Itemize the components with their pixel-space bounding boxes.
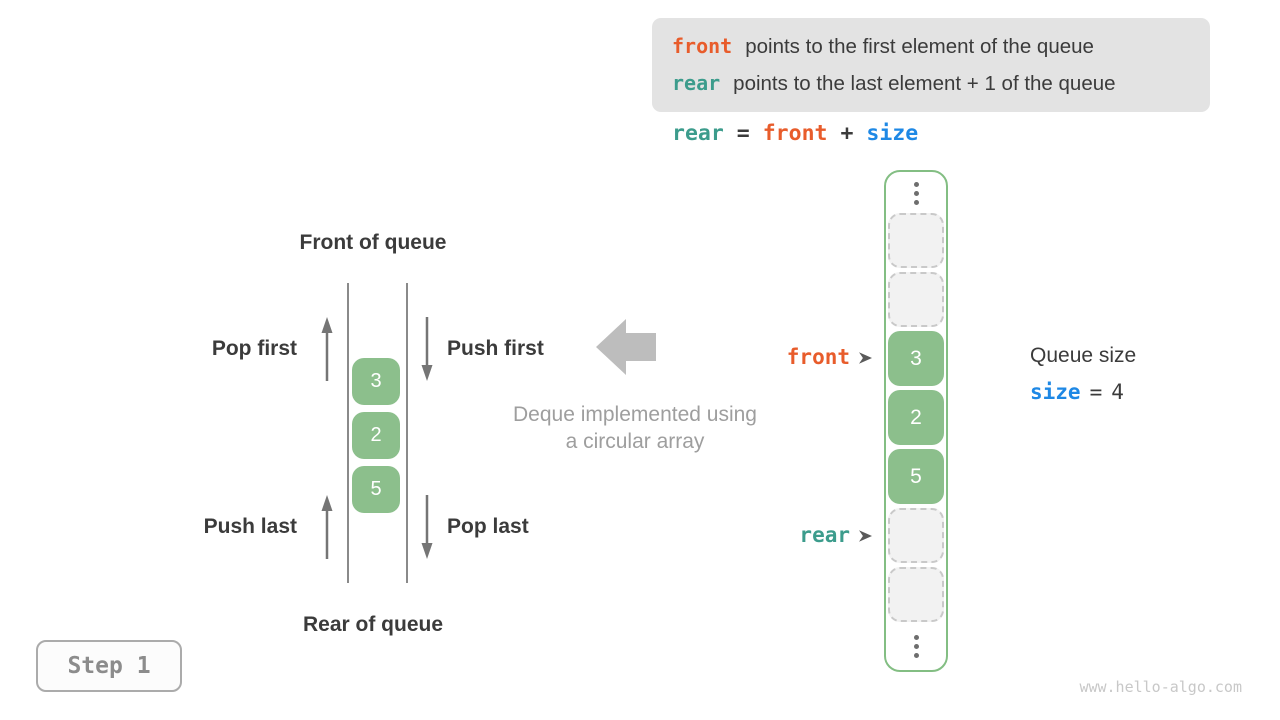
size-expression: size = 4 xyxy=(1030,380,1124,404)
size-equals: = xyxy=(1089,380,1103,404)
queue-size-title: Queue size xyxy=(1030,344,1137,367)
arrow-up-icon xyxy=(321,495,333,559)
rear-keyword: rear xyxy=(672,71,721,95)
array-cell-empty xyxy=(888,508,944,563)
rear-pointer-label: rear xyxy=(799,523,850,547)
queue-cell: 3 xyxy=(352,358,400,405)
formula-size: size xyxy=(866,121,919,146)
queue-cell: 5 xyxy=(352,466,400,513)
arrow-down-icon xyxy=(421,317,433,381)
caption-line-2: a circular array xyxy=(565,430,705,453)
queue-channel-right-line xyxy=(406,283,408,583)
queue-channel-left-line xyxy=(347,283,349,583)
pop-first-label: Pop first xyxy=(211,337,297,360)
arrow-up-icon xyxy=(321,317,333,381)
legend-rear-text: points to the last element + 1 of the qu… xyxy=(733,72,1116,95)
array-cell-filled: 5 xyxy=(888,449,944,504)
front-pointer: front xyxy=(700,345,872,369)
rear-of-queue-label: Rear of queue xyxy=(302,613,444,636)
formula-front: front xyxy=(762,121,828,146)
front-keyword: front xyxy=(672,34,733,58)
queue-values: 3 2 5 xyxy=(352,358,400,518)
formula-plus: + xyxy=(840,121,854,146)
array-cell-filled: 2 xyxy=(888,390,944,445)
block-arrow-left-icon xyxy=(596,319,656,375)
array-cell-empty xyxy=(888,567,944,622)
queue-cell: 2 xyxy=(352,412,400,459)
pointer-right-icon xyxy=(859,530,872,542)
front-of-queue-label: Front of queue xyxy=(299,231,447,254)
array-cell-empty xyxy=(888,272,944,327)
legend-front-text: points to the first element of the queue xyxy=(745,35,1094,58)
legend-line-front: front points to the first element of the … xyxy=(672,28,1200,65)
caption-line-1: Deque implemented using xyxy=(513,403,757,426)
array-cell-empty xyxy=(888,213,944,268)
formula-rear: rear xyxy=(672,121,724,146)
size-keyword: size xyxy=(1030,380,1081,404)
front-pointer-label: front xyxy=(786,345,850,369)
array-cell-filled: 3 xyxy=(888,331,944,386)
legend-box: front points to the first element of the … xyxy=(652,18,1210,112)
formula: rear = front + size xyxy=(672,121,918,146)
size-value: 4 xyxy=(1111,380,1124,404)
ellipsis-bottom-icon xyxy=(886,635,946,658)
pointer-right-icon xyxy=(859,352,872,364)
push-last-label: Push last xyxy=(203,515,297,538)
ellipsis-top-icon xyxy=(886,182,946,205)
formula-equals: = xyxy=(736,121,750,146)
arrow-down-icon xyxy=(421,495,433,559)
center-caption: Deque implemented using a circular array xyxy=(485,401,785,455)
pop-last-label: Pop last xyxy=(447,515,529,538)
push-first-label: Push first xyxy=(447,337,544,360)
legend-line-rear: rear points to the last element + 1 of th… xyxy=(672,65,1200,102)
watermark: www.hello-algo.com xyxy=(1079,678,1242,696)
step-badge: Step 1 xyxy=(36,640,182,692)
rear-pointer: rear xyxy=(700,523,872,547)
